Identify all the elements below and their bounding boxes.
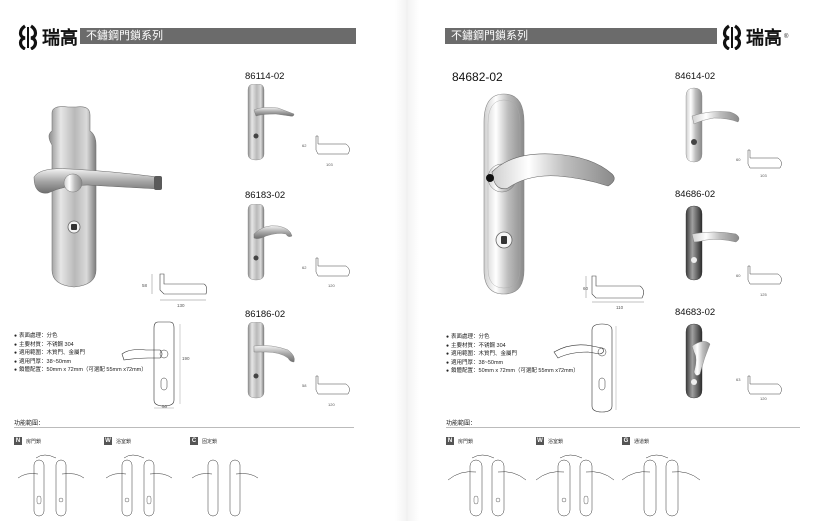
spec-list-left: 表面處理：分色 主要材質：不锈鋼 304 適用範圍：木質門、金屬門 適用門厚：3… (14, 332, 147, 375)
spec-item: 適用門厚：38~50mm (446, 359, 579, 368)
function-label: 房門鎖 (458, 438, 474, 445)
product-dim-h: 60 (736, 273, 741, 278)
function-letter: N (446, 437, 454, 445)
product-code: 84614-02 (675, 71, 716, 82)
main-product-code: 84682-02 (452, 70, 503, 84)
brand-name: 瑞高 (746, 28, 782, 49)
spec-item: 鎖體配置：50mm x 72mm（可選配 55mm x72mm） (446, 367, 579, 376)
function-title: 功能範圍： (446, 421, 477, 427)
product-image (685, 323, 711, 399)
function-letter: N (14, 437, 22, 445)
product-dim-h: 60 (736, 157, 741, 162)
main-dim-w-left: 130 (177, 303, 185, 308)
product-code: 86183-02 (245, 190, 286, 201)
product-image (685, 205, 740, 281)
spec-item: 適用範圍：木質門、金屬門 (14, 349, 147, 358)
brand-reg-mark: ® (784, 34, 789, 40)
product-dim-w: 103 (760, 173, 767, 178)
spec-item: 主要材質：不锈鋼 304 (446, 342, 579, 351)
product-dimension-drawing (747, 149, 782, 169)
function-diagram (447, 454, 527, 517)
brand-logo-right: 瑞高 ® (722, 24, 788, 50)
function-badge: C 固定鎖 (190, 437, 217, 445)
function-diagram (535, 454, 615, 517)
spec-item: 適用範圍：木質門、金屬門 (446, 350, 579, 359)
main-dimension-drawing-left (151, 273, 207, 301)
main-dimension-drawing-right (585, 275, 644, 303)
function-badge: N 房門鎖 (446, 437, 473, 445)
function-diagram (105, 454, 173, 517)
spec-item: 鎖體配置：50mm x 72mm（可選配 55mm x72mm） (14, 366, 147, 375)
function-title: 功能範圍： (14, 421, 45, 427)
main-lock-image-right (483, 93, 615, 295)
product-dimension-drawing (747, 375, 782, 395)
section-title-bar-right: 不鏽鋼門鎖系列 (445, 28, 717, 44)
section-title-bar-left: 不鏽鋼門鎖系列 (80, 28, 356, 44)
product-dimension-drawing (315, 135, 350, 155)
brand-name: 瑞高 (42, 28, 78, 49)
product-dim-h: 62 (302, 143, 307, 148)
function-label: 浴室鎖 (548, 438, 564, 445)
function-badge: G 通道鎖 (622, 437, 649, 445)
section-title: 不鏽鋼門鎖系列 (451, 30, 528, 42)
function-badge: W 浴室鎖 (104, 437, 131, 445)
function-diagram (191, 459, 259, 517)
plate-dim-h-left: 190 (182, 356, 190, 361)
main-dim-h-right: 60 (583, 286, 589, 291)
function-label: 通道鎖 (634, 438, 650, 445)
divider (14, 427, 354, 428)
product-dim-w: 120 (328, 402, 335, 407)
function-letter: C (190, 437, 198, 445)
spec-list-right: 表面處理：分色 主要材質：不锈鋼 304 適用範圍：木質門、金屬門 適用門厚：3… (446, 333, 579, 376)
main-dim-h-left: 58 (142, 283, 148, 288)
product-dimension-drawing (315, 375, 350, 395)
product-code: 86186-02 (245, 309, 286, 320)
function-badge: N 房門鎖 (14, 437, 41, 445)
main-lock-image-left (33, 106, 162, 288)
product-dim-w: 125 (760, 292, 767, 297)
brand-mark-icon (18, 24, 38, 50)
product-dim-h: 58 (302, 383, 307, 388)
function-letter: W (536, 437, 544, 445)
plate-dim-w-left: 50 (162, 404, 168, 409)
spec-item: 適用門厚：38~50mm (14, 358, 147, 367)
product-dimension-drawing (747, 265, 782, 285)
function-label: 浴室鎖 (116, 438, 132, 445)
divider (446, 427, 800, 428)
function-letter: G (622, 437, 630, 445)
brand-mark-icon (722, 24, 742, 50)
function-badge: W 浴室鎖 (536, 437, 563, 445)
function-label: 固定鎖 (202, 438, 218, 445)
spec-item: 主要材質：不锈鋼 304 (14, 341, 147, 350)
function-label: 房門鎖 (26, 438, 42, 445)
function-diagram (621, 454, 701, 517)
product-code: 84683-02 (675, 307, 716, 318)
product-dim-w: 103 (326, 162, 333, 167)
page-gutter (395, 0, 419, 521)
product-image (247, 322, 295, 399)
product-image (247, 84, 295, 161)
product-image (685, 87, 740, 163)
product-dim-w: 120 (328, 283, 335, 288)
lock-line-drawing-left (121, 321, 181, 409)
product-dimension-drawing (315, 257, 350, 277)
spec-item: 表面處理：分色 (14, 332, 147, 341)
brand-logo-left: 瑞高 ® (18, 24, 84, 50)
function-diagram (17, 454, 85, 517)
product-dim-h: 62 (302, 265, 307, 270)
main-dim-w-right: 110 (616, 305, 624, 310)
product-code: 84686-02 (675, 189, 716, 200)
product-dim-w: 120 (760, 396, 767, 401)
spec-item: 表面處理：分色 (446, 333, 579, 342)
product-dim-h: 63 (736, 377, 741, 382)
function-letter: W (104, 437, 112, 445)
section-title: 不鏽鋼門鎖系列 (86, 30, 163, 42)
product-image (247, 204, 293, 281)
product-code: 86114-02 (245, 71, 285, 82)
